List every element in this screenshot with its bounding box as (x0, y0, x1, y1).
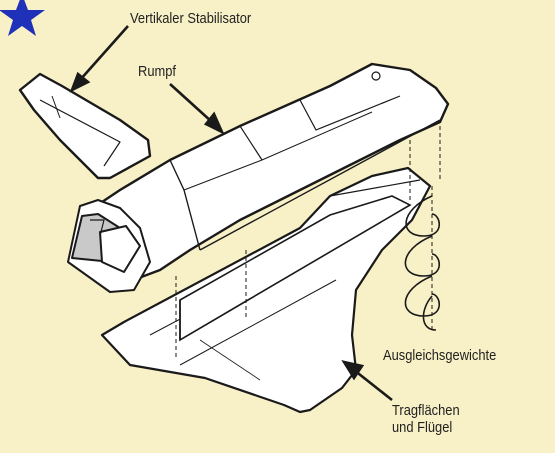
leader-fuselage (169, 83, 225, 135)
leader-wing (341, 360, 393, 402)
label-fuselage: Rumpf (138, 63, 177, 80)
label-wings-line1: Tragflächen (392, 402, 460, 419)
wing-box (179, 195, 412, 342)
label-counterweights: Ausgleichsgewichte (383, 347, 497, 364)
leader-stabilizer (69, 25, 129, 93)
counterweight-coil (404, 186, 441, 331)
label-vertical-stabilizer: Vertikaler Stabilisator (130, 10, 252, 27)
label-wings: Tragflächen und Flügel (392, 402, 460, 436)
assembly-guides (175, 126, 441, 360)
star-icon (0, 0, 45, 36)
label-wings-line2: und Flügel (392, 419, 453, 436)
aft-section (67, 199, 151, 293)
vertical-stabilizer (18, 72, 152, 180)
